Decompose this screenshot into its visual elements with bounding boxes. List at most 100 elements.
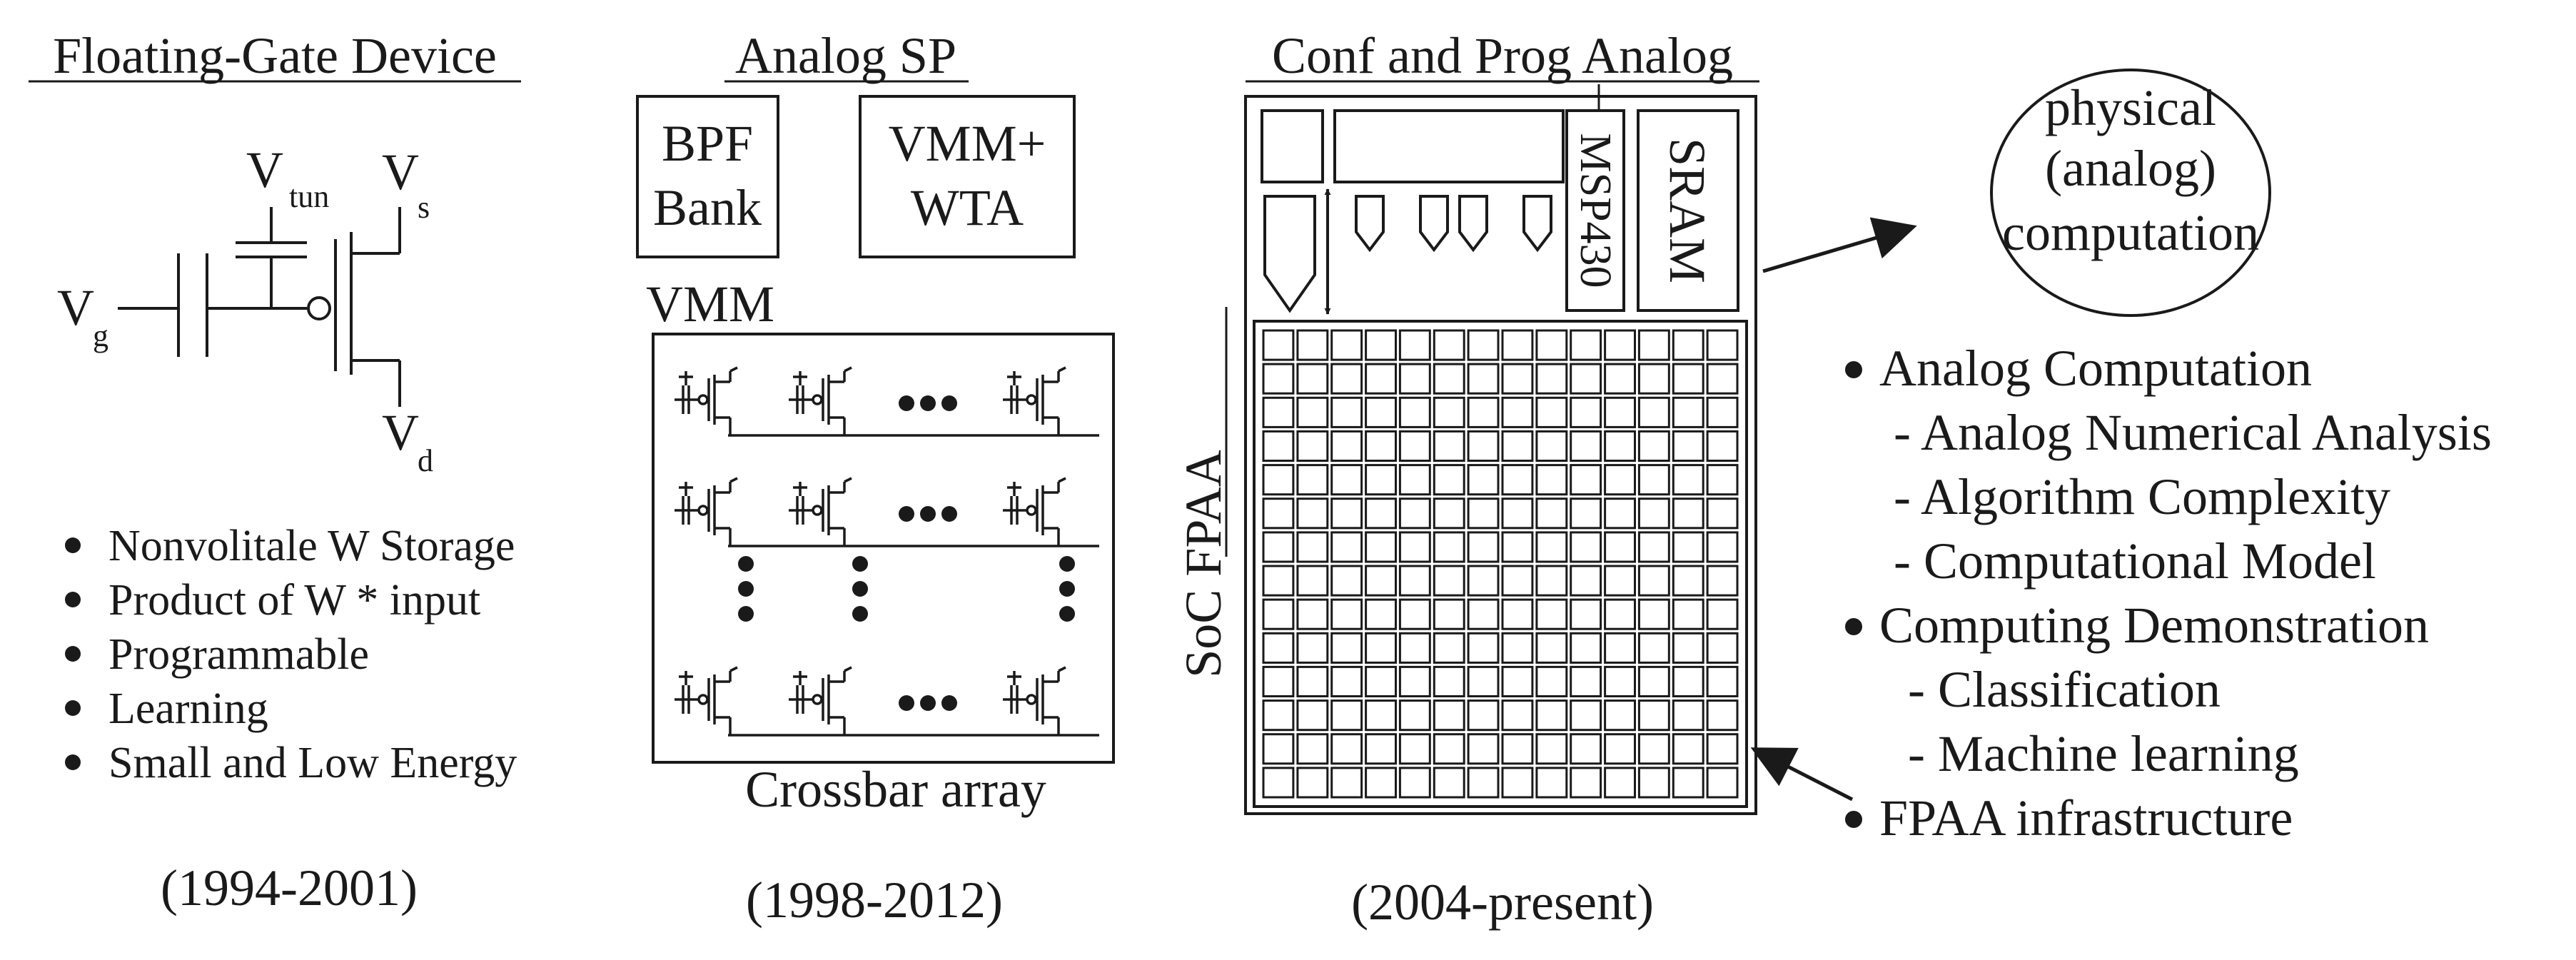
ellipsis-dot: [941, 506, 957, 522]
fpaa-grid-cell: [1637, 531, 1670, 563]
fpaa-grid-cell: [1365, 396, 1397, 428]
fpaa-grid-cell: [1501, 565, 1534, 597]
fpaa-dac-shape: [1355, 195, 1385, 253]
list-item: Computing Demonstration: [1879, 597, 2429, 654]
ellipsis-dot: [899, 506, 914, 522]
fpaa-grid-cell: [1330, 665, 1363, 698]
list-item: - Machine learning: [1908, 725, 2299, 782]
fpaa-grid-cell: [1604, 329, 1637, 361]
fpaa-grid-cell: [1398, 363, 1431, 395]
fpaa-grid-cell: [1570, 497, 1602, 530]
fpaa-grid-cell: [1706, 497, 1739, 530]
fpaa-grid-cell: [1467, 699, 1500, 732]
arrow-to-ellipse: [1762, 217, 1917, 273]
fpaa-grid-cell: [1365, 665, 1397, 698]
fpaa-grid-cell: [1467, 632, 1500, 664]
fpaa-grid-cell: [1535, 665, 1568, 698]
fpaa-grid-cell: [1330, 598, 1363, 630]
fpaa-grid-cell: [1637, 396, 1670, 428]
fpaa-grid-cell: [1330, 497, 1363, 530]
fpaa-grid-cell: [1467, 430, 1500, 463]
fpaa-grid-cell: [1365, 565, 1397, 597]
list-item: Product of W * input: [108, 576, 480, 625]
fpaa-grid-cell: [1570, 531, 1602, 563]
vmm-label: VMM: [646, 276, 774, 333]
fpaa-grid-cell: [1672, 531, 1704, 563]
fpaa-grid-cell: [1637, 598, 1670, 630]
vs-subscript: s: [418, 190, 430, 225]
ellipsis-dot: [738, 606, 754, 622]
fpaa-grid-cell: [1296, 699, 1329, 732]
fpaa-grid-cell: [1262, 632, 1295, 664]
fpaa-grid-cell: [1433, 699, 1465, 732]
fpaa-grid-cell: [1501, 329, 1534, 361]
floating-gate-years: (1994-2001): [161, 859, 418, 916]
ellipsis-dot: [1059, 556, 1075, 572]
fpaa-grid-cell: [1433, 497, 1465, 530]
bpf-bank-line1: BPF: [662, 115, 753, 172]
fpaa-grid-cell: [1467, 565, 1500, 597]
physical-computation-panel: physical (analog) computation Analog Com…: [1750, 69, 2492, 847]
list-item: - Computational Model: [1894, 532, 2376, 590]
fpaa-grid-cell: [1672, 497, 1704, 530]
fpaa-grid-cell: [1398, 396, 1431, 428]
fpaa-grid-cell: [1637, 430, 1670, 463]
fpaa-grid-cell: [1570, 665, 1602, 698]
ellipsis-dot: [920, 506, 936, 522]
crossbar-cell: [789, 366, 852, 435]
fpaa-grid-cell: [1433, 598, 1465, 630]
fpaa-grid-cell: [1637, 464, 1670, 496]
fpaa-grid-cell: [1296, 733, 1329, 765]
vg-label: V: [57, 279, 94, 336]
fpaa-grid-cell: [1570, 565, 1602, 597]
crossbar-label: Crossbar array: [745, 761, 1046, 818]
fpaa-grid-cell: [1672, 665, 1704, 698]
fpaa-grid-cell: [1535, 632, 1568, 664]
fpaa-grid-cell: [1262, 767, 1295, 799]
fpaa-grid-cell: [1672, 767, 1704, 799]
fpaa-grid-cell: [1262, 497, 1295, 530]
fpaa-grid-cell: [1501, 598, 1534, 630]
ellipse-line3: computation: [2002, 204, 2259, 261]
list-item: Analog Computation: [1879, 340, 2312, 397]
vmm-wta-line2: WTA: [911, 179, 1024, 236]
ellipse-line2: (analog): [2045, 140, 2216, 197]
vmm-wta-line1: VMM+: [889, 115, 1046, 172]
fpaa-grid-cell: [1535, 464, 1568, 496]
fpaa-grid-cell: [1398, 329, 1431, 361]
crossbar-cell: [675, 366, 738, 435]
ellipsis-dot: [920, 395, 936, 411]
fpaa-grid-cell: [1535, 733, 1568, 765]
fpaa-grid-cell: [1398, 565, 1431, 597]
fpaa-grid-cell: [1296, 464, 1329, 496]
fpaa-grid-cell: [1672, 632, 1704, 664]
fpaa-grid-cell: [1570, 632, 1602, 664]
fpaa-grid-cell: [1637, 699, 1670, 732]
fpaa-grid-cell: [1365, 767, 1397, 799]
fpaa-grid-cell: [1398, 430, 1431, 463]
fpaa-grid-cell: [1706, 733, 1739, 765]
fpaa-grid-cell: [1296, 598, 1329, 630]
fpaa-grid-cell: [1570, 329, 1602, 361]
fpaa-grid-cell: [1672, 464, 1704, 496]
fpaa-grid-cell: [1604, 665, 1637, 698]
fpaa-grid-cell: [1637, 733, 1670, 765]
fpaa-grid-cell: [1467, 733, 1500, 765]
bpf-bank-line2: Bank: [653, 179, 762, 236]
floating-gate-title: Floating-Gate Device: [53, 27, 497, 84]
fpaa-grid-cell: [1467, 598, 1500, 630]
list-item: Small and Low Energy: [108, 739, 517, 787]
arrow-to-fabric: [1750, 747, 1854, 802]
floating-gate-panel: Floating-Gate Device: [29, 27, 521, 916]
fpaa-grid-cell: [1433, 767, 1465, 799]
fpaa-grid-cell: [1535, 598, 1568, 630]
fpaa-grid-cell: [1706, 565, 1739, 597]
fpaa-grid-cell: [1604, 699, 1637, 732]
fpaa-grid-cell: [1501, 396, 1534, 428]
fpaa-grid-cell: [1365, 699, 1397, 732]
fpaa-grid-cell: [1467, 531, 1500, 563]
fpaa-grid-cell: [1467, 363, 1500, 395]
ellipse-line1: physical: [2045, 79, 2216, 136]
fpaa-grid-cell: [1262, 464, 1295, 496]
list-item: - Algorithm Complexity: [1894, 468, 2390, 525]
